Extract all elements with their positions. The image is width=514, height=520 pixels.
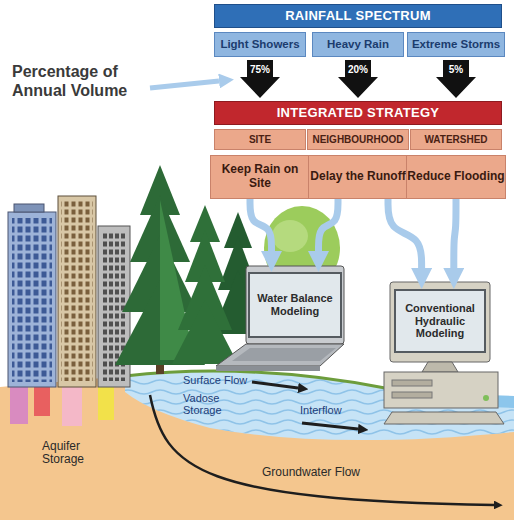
monitor bbox=[390, 282, 490, 362]
flow-label: Interflow bbox=[300, 404, 342, 416]
foundation bbox=[34, 386, 50, 416]
scale-box: WATERSHED bbox=[410, 129, 502, 150]
goal-box: Reduce Flooding bbox=[406, 155, 506, 199]
arrow-shape bbox=[436, 60, 476, 98]
node-text: RAINFALL SPECTRUM bbox=[285, 9, 431, 24]
node-text: Light Showers bbox=[220, 38, 299, 51]
zone-label: Vadose Storage bbox=[183, 392, 235, 416]
interflow-arrow bbox=[302, 423, 358, 429]
rainfall-box: Light Showers bbox=[214, 32, 306, 57]
keyboard bbox=[384, 412, 504, 424]
soil-ground bbox=[0, 371, 514, 520]
building-roof bbox=[14, 204, 44, 212]
percentage-pointer bbox=[150, 81, 219, 88]
percent-arrow: 20% bbox=[338, 60, 378, 98]
flow-arrow bbox=[454, 199, 456, 268]
computer-case bbox=[384, 372, 498, 408]
flow-arrow bbox=[250, 199, 272, 251]
node-text: NEIGHBOURHOOD bbox=[312, 134, 403, 146]
spectrum-bar: RAINFALL SPECTRUM bbox=[214, 4, 502, 28]
laptop-lid bbox=[246, 266, 344, 344]
node-text: Conventional Hydraulic Modeling bbox=[396, 302, 484, 340]
node-text: Water Balance Modeling bbox=[250, 292, 340, 317]
wave-line bbox=[120, 430, 514, 434]
laptop-edge bbox=[216, 366, 320, 371]
node-text: Reduce Flooding bbox=[407, 170, 504, 184]
arrow-outline bbox=[338, 60, 378, 98]
flow-label: Surface Flow bbox=[183, 374, 247, 386]
tree-layer bbox=[172, 300, 238, 364]
laptop-base bbox=[216, 344, 344, 366]
axis-label: Percentage of Annual Volume bbox=[12, 62, 152, 100]
drive-slot bbox=[392, 380, 432, 386]
scale-box: SITE bbox=[214, 129, 306, 150]
percent-arrow: 75% bbox=[240, 60, 280, 98]
zone-label: Aquifer Storage bbox=[42, 440, 104, 466]
laptop-keys bbox=[232, 348, 336, 361]
goal-box: Keep Rain on Site bbox=[210, 155, 310, 199]
groundwater-arrow bbox=[150, 395, 494, 505]
node-text: 75% bbox=[250, 64, 270, 76]
flow-label: Groundwater Flow bbox=[262, 466, 360, 479]
percent-arrow: 5% bbox=[436, 60, 476, 98]
node-text: 20% bbox=[348, 64, 368, 76]
foundation bbox=[10, 386, 28, 424]
monitor-screen: Conventional Hydraulic Modeling bbox=[394, 289, 486, 353]
monitor-stand bbox=[422, 362, 458, 372]
node-text: Heavy Rain bbox=[327, 38, 389, 51]
scale-box: NEIGHBOURHOOD bbox=[307, 129, 408, 150]
building bbox=[8, 212, 56, 387]
node-text: 5% bbox=[449, 64, 463, 76]
arrow-shape bbox=[240, 60, 280, 98]
flow-arrow bbox=[388, 199, 422, 268]
rainfall-box: Extreme Storms bbox=[407, 32, 505, 57]
node-text: Extreme Storms bbox=[412, 38, 500, 51]
strategy-bar: INTEGRATED STRATEGY bbox=[214, 101, 502, 125]
conifer-tree bbox=[172, 205, 238, 364]
arrow-outline bbox=[436, 60, 476, 98]
flow-arrow bbox=[319, 199, 339, 251]
node-text: WATERSHED bbox=[424, 134, 487, 146]
goal-box: Delay the Runoff bbox=[308, 155, 408, 199]
arrow-outline bbox=[240, 60, 280, 98]
foundation bbox=[62, 386, 82, 426]
node-text: INTEGRATED STRATEGY bbox=[277, 106, 440, 121]
building-windows bbox=[12, 218, 52, 382]
rainfall-box: Heavy Rain bbox=[312, 32, 404, 57]
power-button bbox=[483, 395, 489, 401]
node-text: Keep Rain on Site bbox=[211, 163, 309, 191]
node-text: SITE bbox=[249, 134, 271, 146]
foundation bbox=[98, 386, 114, 420]
arrow-shape bbox=[338, 60, 378, 98]
building-windows bbox=[61, 201, 93, 381]
node-text: Delay the Runoff bbox=[310, 170, 405, 184]
building bbox=[58, 196, 96, 387]
drive-slot bbox=[392, 392, 432, 398]
laptop-screen: Water Balance Modeling bbox=[248, 272, 342, 338]
surface-flow-arrow bbox=[252, 382, 298, 388]
tree-crown bbox=[272, 220, 308, 252]
